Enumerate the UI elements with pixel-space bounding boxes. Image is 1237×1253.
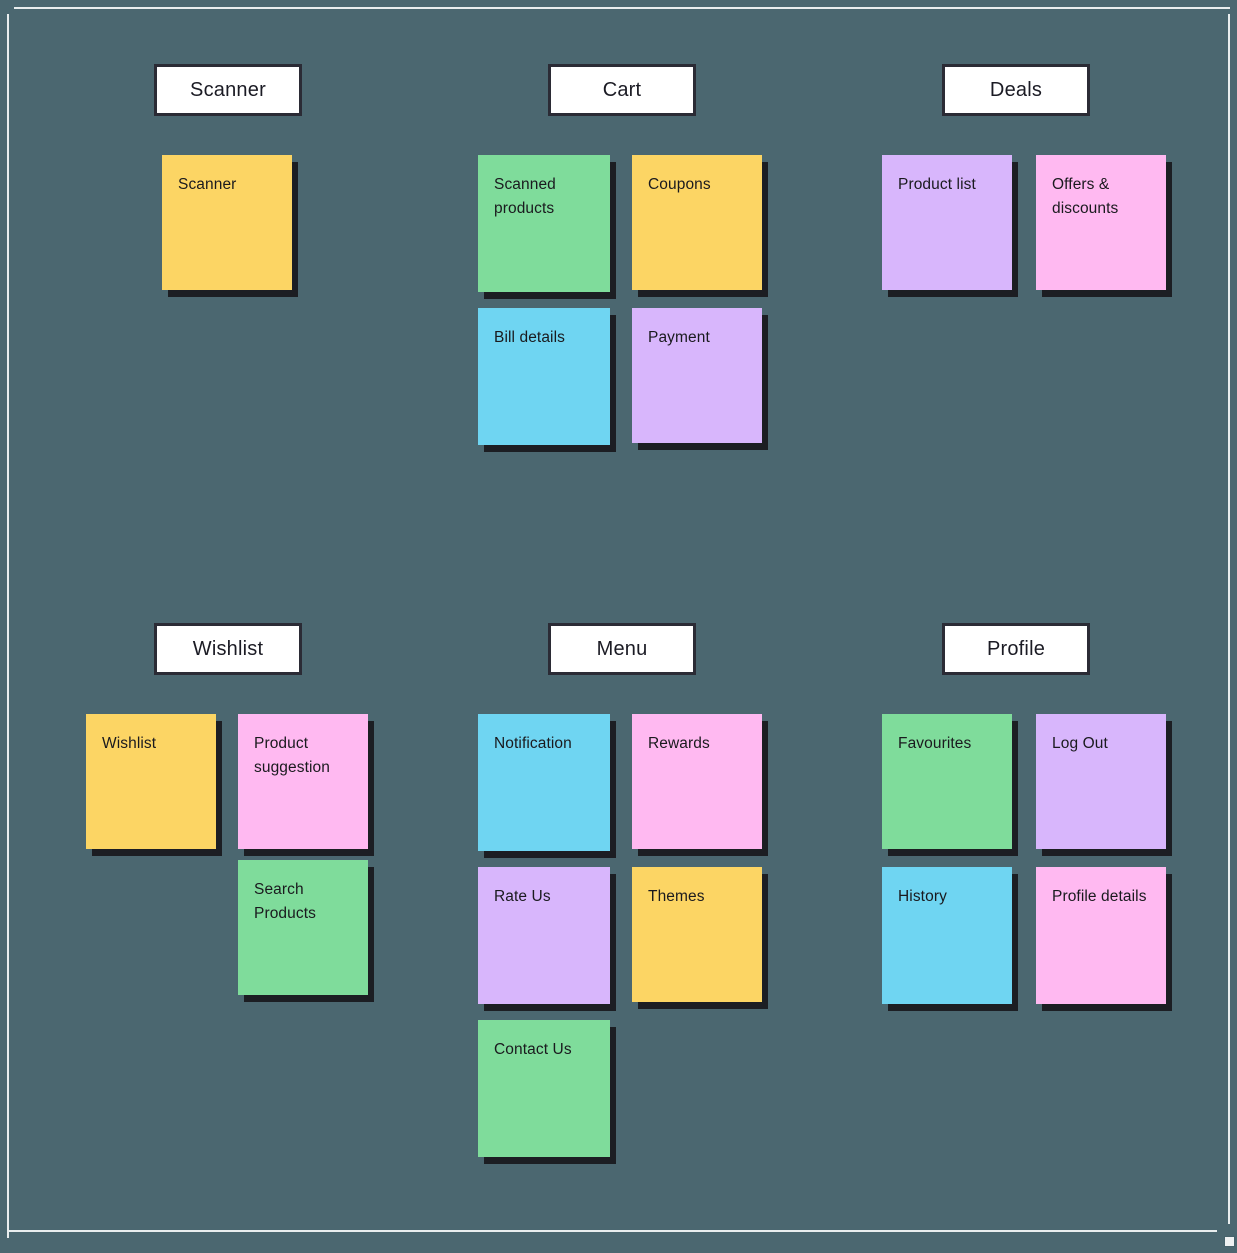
sticky-note-label: Bill details — [494, 329, 565, 346]
canvas-resize-handle[interactable] — [1224, 1236, 1235, 1247]
sticky-note-label: Notification — [494, 735, 572, 752]
sticky-note-label: Profile details — [1052, 888, 1147, 905]
sticky-note[interactable]: Scanned products — [478, 155, 610, 292]
canvas-frame-right-edge — [1228, 14, 1230, 1224]
sticky-note[interactable]: Product suggestion — [238, 714, 368, 849]
sticky-note[interactable]: Payment — [632, 308, 762, 443]
group-title-label: Wishlist — [192, 638, 264, 660]
sticky-note[interactable]: Coupons — [632, 155, 762, 290]
sticky-note-label: Wishlist — [102, 735, 157, 752]
group-title-menu[interactable]: Menu — [548, 623, 696, 675]
sticky-note-label: Coupons — [648, 176, 711, 193]
sticky-note-label: Scanner — [178, 176, 237, 193]
sticky-note-label: Favourites — [898, 735, 972, 752]
sticky-note[interactable]: Search Products — [238, 860, 368, 995]
sticky-note[interactable]: Bill details — [478, 308, 610, 445]
group-title-label: Cart — [602, 79, 642, 101]
sticky-note-label: Offers & discounts — [1052, 176, 1119, 217]
sticky-note-label: Search Products — [254, 881, 316, 922]
canvas-frame-bottom-edge — [7, 1230, 1217, 1232]
sticky-note-label: History — [898, 888, 947, 905]
sticky-note[interactable]: Contact Us — [478, 1020, 610, 1157]
canvas-frame-top-edge — [14, 7, 1230, 9]
sticky-note[interactable]: Rewards — [632, 714, 762, 849]
sticky-note-label: Rewards — [648, 735, 710, 752]
sticky-note[interactable]: Themes — [632, 867, 762, 1002]
sticky-note[interactable]: Wishlist — [86, 714, 216, 849]
sticky-note[interactable]: Notification — [478, 714, 610, 851]
sticky-note-label: Scanned products — [494, 176, 556, 217]
sticky-note[interactable]: Profile details — [1036, 867, 1166, 1004]
group-title-label: Scanner — [190, 79, 266, 101]
sticky-note[interactable]: Offers & discounts — [1036, 155, 1166, 290]
sticky-note-label: Log Out — [1052, 735, 1108, 752]
canvas-frame-left-edge — [7, 14, 9, 1238]
sticky-note-label: Payment — [648, 329, 710, 346]
sticky-note-label: Contact Us — [494, 1041, 572, 1058]
sticky-note[interactable]: Favourites — [882, 714, 1012, 849]
group-title-label: Menu — [596, 638, 648, 660]
group-title-cart[interactable]: Cart — [548, 64, 696, 116]
sticky-note-label: Product suggestion — [254, 735, 330, 776]
group-title-deals[interactable]: Deals — [942, 64, 1090, 116]
sticky-note-label: Product list — [898, 176, 976, 193]
group-title-profile[interactable]: Profile — [942, 623, 1090, 675]
group-title-label: Deals — [989, 79, 1043, 101]
group-title-wishlist[interactable]: Wishlist — [154, 623, 302, 675]
sticky-note[interactable]: Product list — [882, 155, 1012, 290]
group-title-scanner[interactable]: Scanner — [154, 64, 302, 116]
sticky-note-label: Rate Us — [494, 888, 551, 905]
sticky-note[interactable]: Log Out — [1036, 714, 1166, 849]
sticky-note[interactable]: Rate Us — [478, 867, 610, 1004]
sticky-note-label: Themes — [648, 888, 705, 905]
sticky-note[interactable]: History — [882, 867, 1012, 1004]
sticky-note[interactable]: Scanner — [162, 155, 292, 290]
group-title-label: Profile — [986, 638, 1046, 660]
